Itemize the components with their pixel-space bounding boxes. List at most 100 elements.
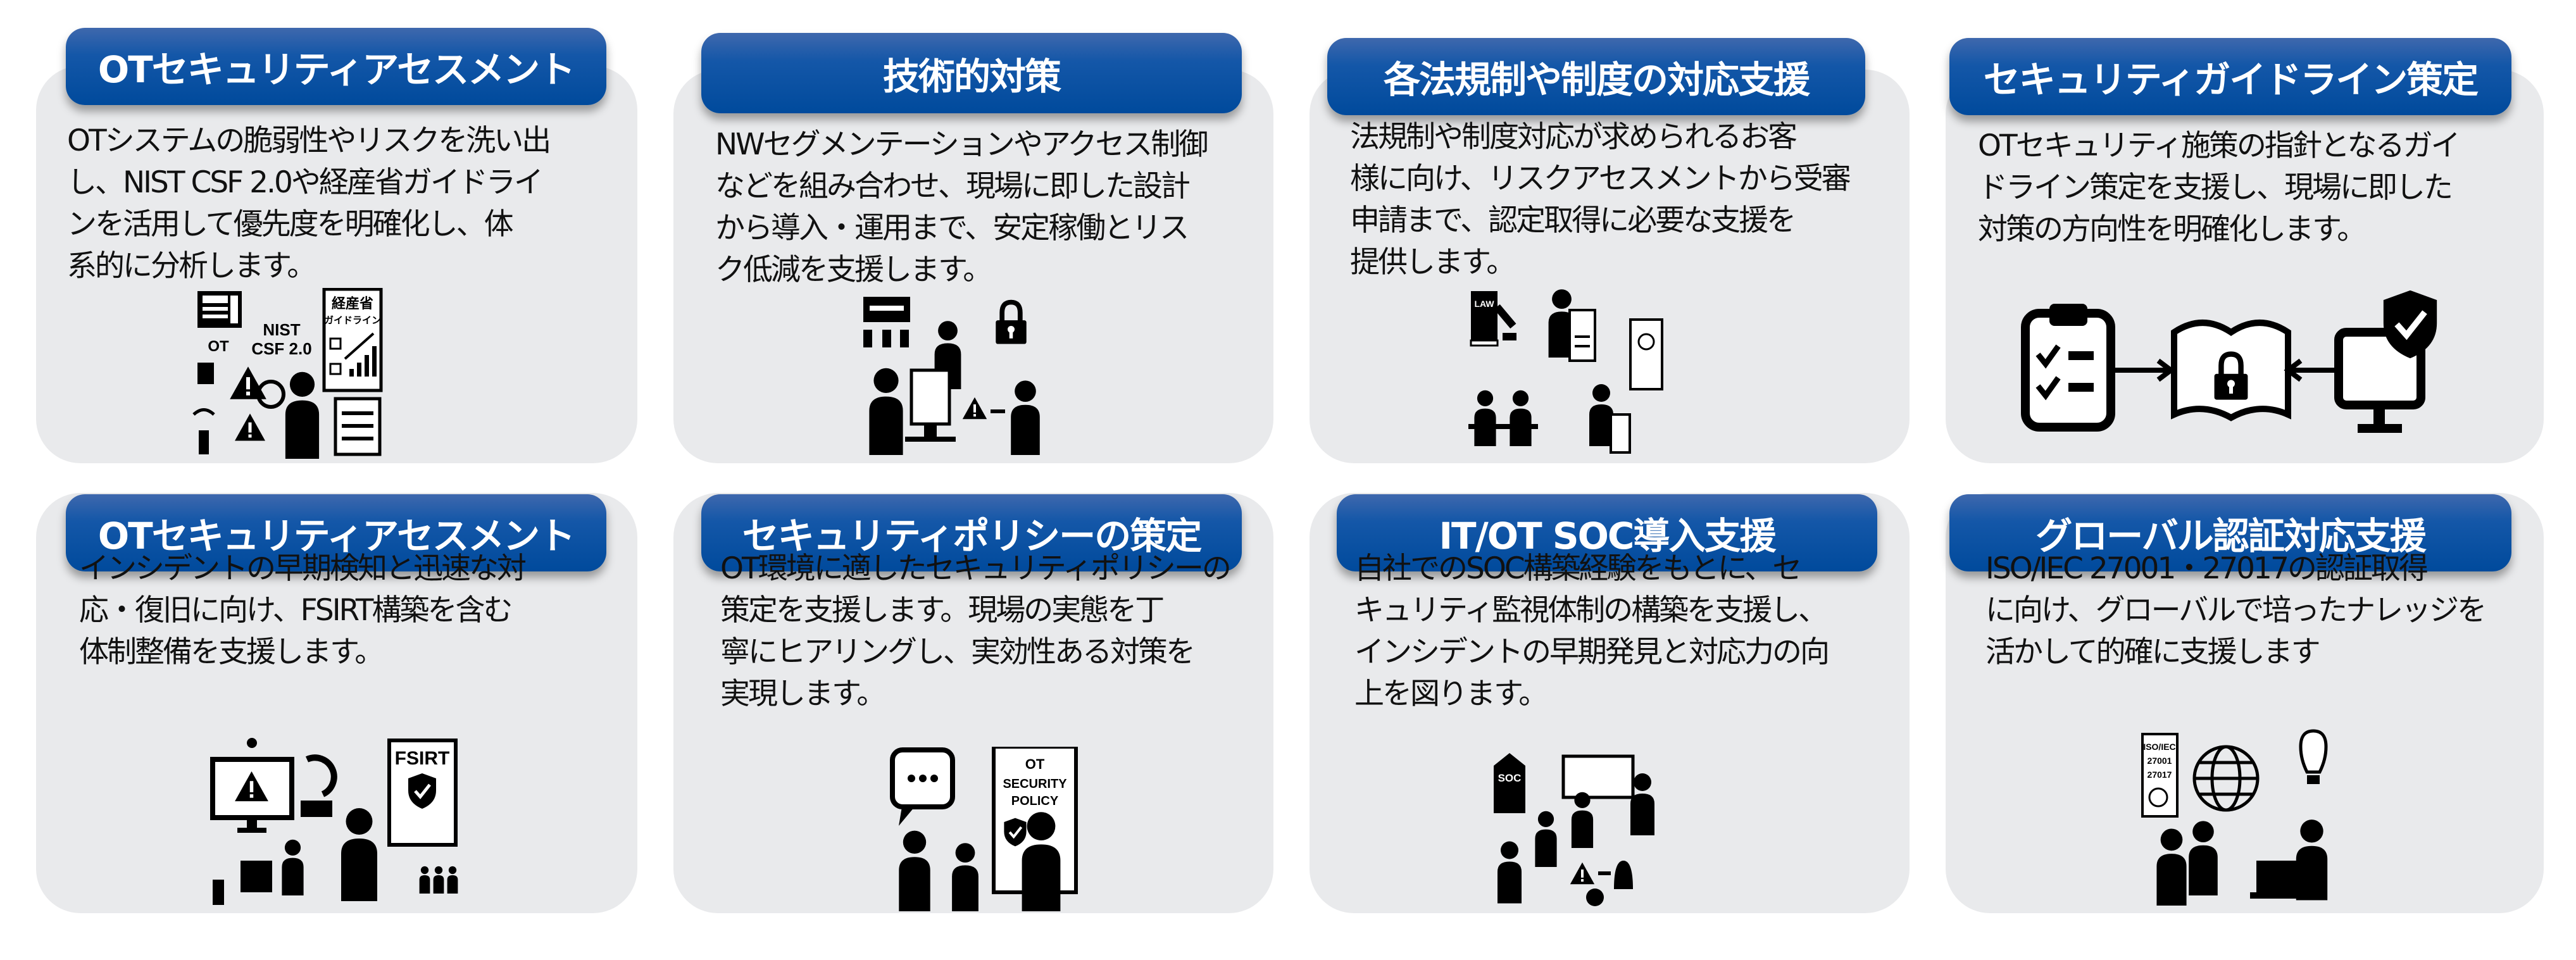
person-icon [869,368,903,455]
card-description: 自社でのSOC構築経験をもとに、セキュリティ監視体制の構築を支援し、インシデント… [1354,551,1830,711]
svg-text:SOC: SOC [1498,772,1522,784]
svg-text:経産省: 経産省 [332,296,373,311]
fsirt-board-icon: FSIRT [387,739,458,847]
svg-text:LAW: LAW [1474,299,1494,309]
person-icon [2296,820,2328,901]
network-switch-icon [863,297,910,347]
warning-icon [235,413,265,441]
magnifier-icon [256,380,285,409]
person-icon [282,839,304,895]
monitor-shield-icon [905,368,956,442]
warning-icon [1570,862,1595,885]
svg-text:POLICY: POLICY [1011,794,1059,808]
plc-device-icon [197,291,242,328]
soc-building-icon: SOC [1494,753,1525,813]
lock-icon [996,302,1026,344]
certification-illustration-icon: ISO/IEC 27001 27017 [2141,729,2328,906]
svg-text:27001: 27001 [2148,756,2172,766]
person-icon [285,371,320,459]
table-icon [1468,424,1538,429]
report-document-icon [334,397,382,456]
card-description: OTシステムの脆弱性やリスクを洗い出し、NIST CSF 2.0や経産省ガイドラ… [67,123,551,284]
meti-guideline-document-icon: 経産省 ガイドライン [322,288,383,392]
arrow-right-icon [2113,358,2175,382]
svg-text:27017: 27017 [2148,770,2172,780]
checklist-icon [2021,304,2115,432]
person-icon [1535,811,1557,867]
person-icon [1630,773,1654,835]
card-title: セキュリティガイドライン策定 [1949,38,2511,115]
lightbulb-icon [2299,729,2328,784]
person-icon [1011,380,1040,455]
wifi-sensor-icon [192,408,215,454]
ot-label: OT [208,338,229,355]
person-head-icon [1586,888,1604,906]
svg-text:FSIRT: FSIRT [395,748,450,769]
policy-illustration-icon: OT SECURITY POLICY [890,747,1078,911]
svg-text:OT: OT [1025,756,1045,772]
laptop-icon [241,861,272,892]
checklist-clipboard-icon [1568,309,1596,362]
guideline-illustration-icon [2021,288,2449,433]
card-title: 各法規制や制度の対応支援 [1327,38,1865,115]
document-icon [1610,413,1631,454]
alarm-bell-icon [1614,861,1633,889]
card-description: OT環境に適したセキュリティポリシーの策定を支援します。現場の実態を丁寧にヒアリ… [720,551,1232,711]
chat-bubble-icon [890,747,955,826]
csf-label: CSF 2.0 [251,339,311,358]
service-card-technical-measures [673,70,1273,463]
certificate-icon [1629,318,1663,390]
person-icon [1474,390,1496,446]
person-icon [2156,828,2187,906]
soc-illustration-icon: SOC [1494,753,1654,906]
service-card-regulation-support [1310,70,1910,463]
card-description: インシデントの早期検知と迅速な対応・復旧に向け、FSIRT構築を含む体制整備を支… [79,551,527,670]
person-icon [2189,821,2218,895]
monitor-shield-icon [2334,290,2437,433]
person-icon [1022,812,1061,911]
laptop-icon [2256,861,2301,892]
person-icon [341,808,377,901]
warning-icon [230,366,266,399]
svg-text:ガイドライン: ガイドライン [324,315,381,326]
nist-label: NIST [263,320,300,339]
arrow-left-icon [2284,358,2342,382]
wifi-sensor-icon [213,880,224,905]
card-description: 法規制や制度対応が求められるお客様に向け、リスクアセスメントから受審申請まで、認… [1350,120,1851,280]
person-icon [1571,792,1594,848]
law-book-icon: LAW [1470,291,1499,347]
team-icon [419,866,458,894]
fsirt-illustration-icon: FSIRT [210,738,458,905]
regulation-illustration-icon: LAW [1468,289,1663,454]
card-title: グローバル認証対応支援 [1949,494,2511,571]
svg-text:ISO/IEC: ISO/IEC [2143,742,2175,752]
person-icon [1497,841,1522,904]
book-lock-icon [2171,320,2291,421]
refresh-icon [305,754,337,797]
card-title: IT/OT SOC導入支援 [1337,494,1877,571]
sensor-icon [197,363,214,384]
monitor-shield-icon [1561,754,1635,799]
service-card-ot-assessment [36,66,637,463]
alert-monitor-icon [210,757,294,833]
card-title: OTセキュリティアセスメント [66,494,606,571]
card-description: ISO/IEC 27001・27017の認証取得に向け、グローバルで培ったナレッ… [1985,551,2487,670]
gavel-icon [1494,304,1516,340]
svg-text:SECURITY: SECURITY [1003,777,1067,791]
technical-illustration-icon [863,297,1040,455]
card-title: 技術的対策 [701,33,1242,113]
worker-helmet-icon [952,843,979,911]
person-icon [1510,390,1532,446]
globe-icon [2192,745,2260,812]
iso-certificate-icon: ISO/IEC 27001 27017 [2141,733,2179,818]
card-title: OTセキュリティアセスメント [66,28,606,105]
assessment-illustration-icon: OT NIST CSF 2.0 経産省 ガイドライン [192,288,383,459]
card-title: セキュリティポリシーの策定 [701,494,1242,571]
arrow-right-icon [301,801,332,817]
desk-icon [2250,892,2313,899]
person-icon [899,830,930,911]
warning-icon [962,397,987,420]
alarm-signal-icon [247,738,257,748]
card-description: NWセグメンテーションやアクセス制御などを組み合わせ、現場に即した設計から導入・… [715,127,1208,287]
card-description: OTセキュリティ施策の指針となるガイドライン策定を支援し、現場に即した対策の方向… [1978,128,2460,247]
